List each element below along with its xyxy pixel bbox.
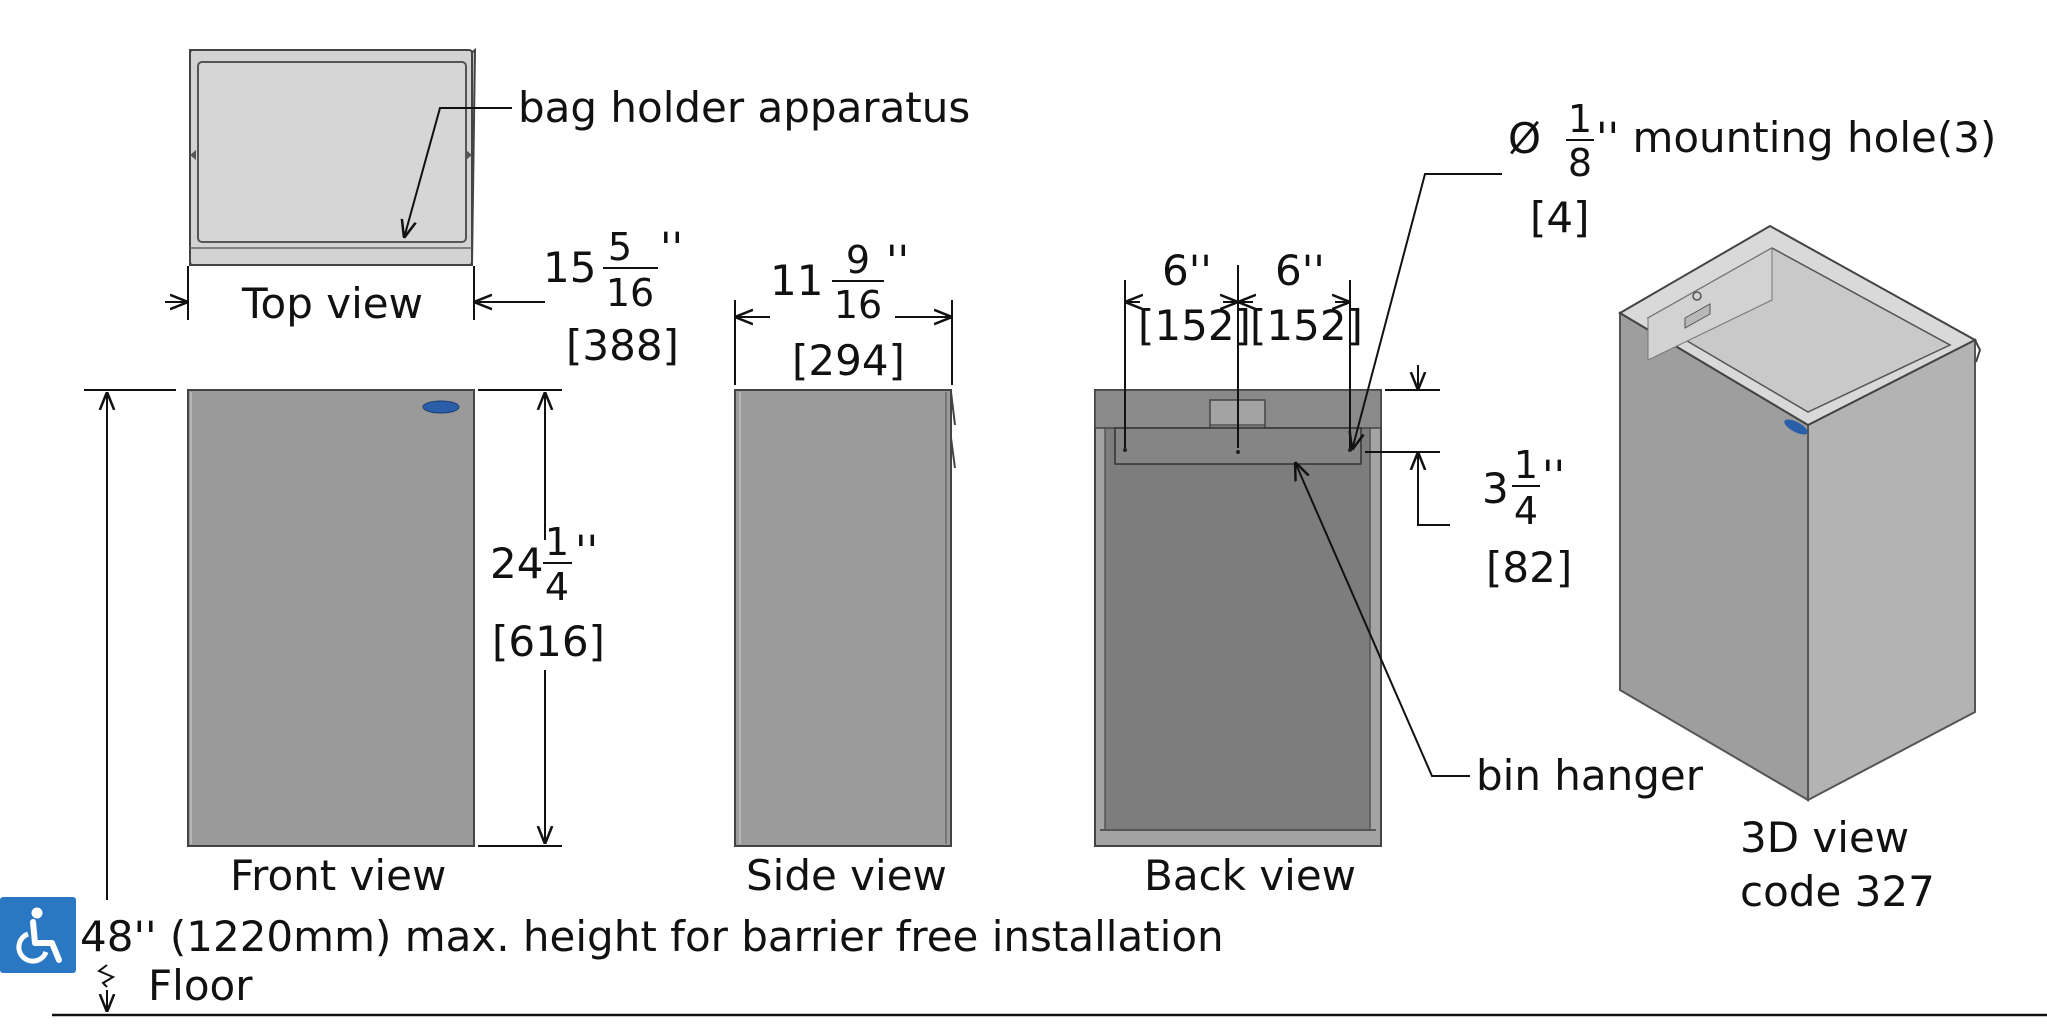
top-view-label: Top view: [241, 279, 423, 328]
hanger-denominator: 4: [1514, 489, 1538, 533]
bin-hanger-label: bin hanger: [1476, 751, 1704, 800]
hole-right-spacing: 6'': [1275, 246, 1325, 295]
height-unit: '': [575, 526, 598, 575]
front-view-label: Front view: [230, 851, 446, 900]
hanger-numerator: 1: [1514, 443, 1538, 487]
height-numerator: 1: [545, 520, 569, 564]
hanger-drop-dimension: [1365, 365, 1450, 526]
front-view: [187, 389, 475, 847]
height-mm: [616]: [492, 617, 605, 666]
hanger-unit: '': [1542, 451, 1565, 500]
hanger-mm: [82]: [1486, 543, 1572, 592]
bag-holder-label: bag holder apparatus: [518, 83, 970, 132]
depth-unit: '': [886, 236, 909, 285]
bin-hanger-leader: [1295, 462, 1470, 777]
width-numerator: 5: [608, 225, 632, 269]
back-view: [1094, 389, 1382, 847]
back-view-label: Back view: [1144, 851, 1356, 900]
height-denominator: 4: [545, 565, 569, 609]
hole-spacing-dimension: [1124, 265, 1351, 448]
mounting-hole-mm: [4]: [1530, 193, 1590, 242]
mounting-hole-denominator: 8: [1568, 141, 1592, 185]
depth-numerator: 9: [846, 238, 870, 282]
hanger-whole: 3: [1482, 464, 1509, 513]
top-view: [189, 47, 477, 266]
width-unit: '': [660, 223, 683, 272]
width-dimension: [165, 266, 545, 320]
width-whole: 15: [543, 243, 596, 292]
wheelchair-accessibility-icon: [0, 897, 76, 973]
side-view-label: Side view: [746, 851, 947, 900]
depth-whole: 11: [770, 256, 823, 305]
hole-left-spacing-mm: [152]: [1138, 301, 1251, 350]
depth-denominator: 16: [834, 283, 882, 327]
max-height-dimension: [52, 389, 2047, 1017]
three-d-view-label: 3D view: [1740, 813, 1909, 862]
width-mm: [388]: [566, 321, 679, 370]
bag-holder-leader: [404, 107, 512, 238]
height-whole: 24: [490, 539, 543, 588]
hole-left-spacing: 6'': [1162, 246, 1212, 295]
mounting-hole-label: '' mounting hole(3): [1596, 113, 1996, 162]
product-code-label: code 327: [1740, 867, 1935, 916]
frost-logo-badge: [422, 400, 460, 414]
depth-mm: [294]: [792, 336, 905, 385]
mounting-hole-numerator: 1: [1568, 97, 1592, 141]
frost-logo-badge-3d: [1784, 419, 1808, 435]
barrier-free-note: 48'' (1220mm) max. height for barrier fr…: [80, 912, 1224, 961]
three-d-view: [1618, 224, 1982, 802]
hole-right-spacing-mm: [152]: [1250, 301, 1363, 350]
floor-label: Floor: [148, 961, 253, 1010]
height-dimension: [478, 389, 562, 847]
depth-dimension: [734, 300, 953, 385]
side-view: [734, 389, 956, 847]
mounting-hole-leader: [1352, 173, 1502, 450]
mounting-hole-diameter-symbol: Ø: [1508, 114, 1541, 163]
width-denominator: 16: [606, 271, 654, 315]
